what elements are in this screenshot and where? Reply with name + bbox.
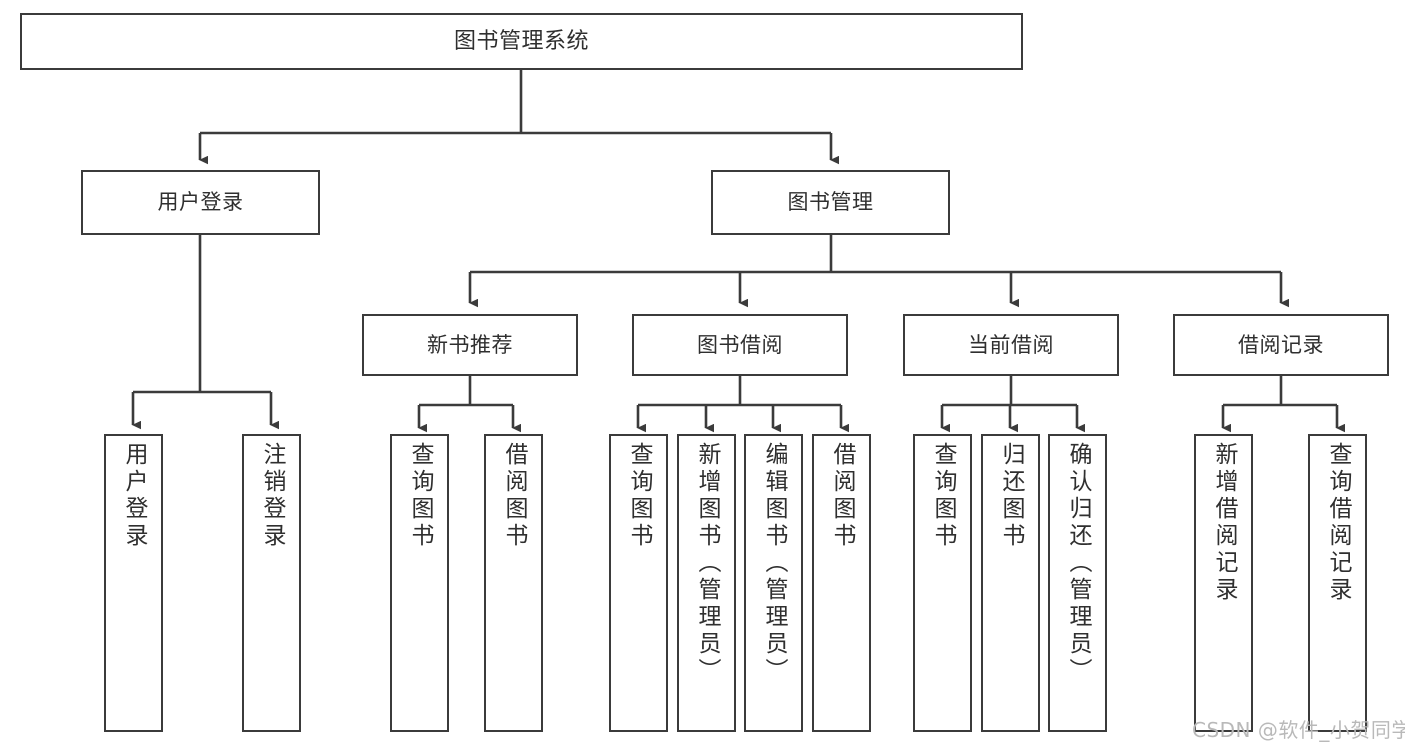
- node-label: 当前借阅: [968, 332, 1054, 357]
- node-label: 图书管理: [787, 190, 874, 215]
- leaf-book-borrow-query-book[interactable]: 查询图书: [609, 434, 668, 732]
- node-book-borrow[interactable]: 图书借阅: [632, 314, 848, 376]
- node-label: 确认归还（管理员）: [1065, 442, 1091, 685]
- leaf-new-book-borrow-book[interactable]: 借阅图书: [484, 434, 543, 732]
- leaf-book-borrow-edit-book-admin[interactable]: 编辑图书（管理员）: [744, 434, 803, 732]
- csdn-watermark: CSDN @软件_小贺同学: [1192, 718, 1405, 742]
- node-label: 借阅图书: [501, 442, 527, 550]
- node-current-borrow[interactable]: 当前借阅: [903, 314, 1119, 376]
- node-new-book-recommend[interactable]: 新书推荐: [362, 314, 578, 376]
- node-user-login[interactable]: 用户登录: [81, 170, 320, 235]
- leaf-user-login-login[interactable]: 用户登录: [104, 434, 163, 732]
- leaf-borrow-record-add-record[interactable]: 新增借阅记录: [1194, 434, 1253, 732]
- node-label: 注销登录: [259, 442, 285, 550]
- node-label: 编辑图书（管理员）: [761, 442, 787, 685]
- node-borrow-record[interactable]: 借阅记录: [1173, 314, 1389, 376]
- leaf-current-borrow-return-book[interactable]: 归还图书: [981, 434, 1040, 732]
- node-label: 新增借阅记录: [1211, 442, 1237, 604]
- leaf-borrow-record-query-record[interactable]: 查询借阅记录: [1308, 434, 1367, 732]
- node-label: 查询图书: [407, 442, 433, 550]
- node-label: 查询借阅记录: [1325, 442, 1351, 604]
- node-label: 新增图书（管理员）: [694, 442, 720, 685]
- node-label: 图书借阅: [697, 332, 783, 357]
- node-label: 用户登录: [121, 442, 147, 550]
- node-label: 图书管理系统: [453, 28, 589, 54]
- node-label: 查询图书: [626, 442, 652, 550]
- node-label: 借阅记录: [1238, 332, 1324, 357]
- node-label: 用户登录: [157, 190, 244, 215]
- leaf-book-borrow-add-book-admin[interactable]: 新增图书（管理员）: [677, 434, 736, 732]
- leaf-current-borrow-confirm-return-admin[interactable]: 确认归还（管理员）: [1048, 434, 1107, 732]
- leaf-new-book-query-book[interactable]: 查询图书: [390, 434, 449, 732]
- node-book-management[interactable]: 图书管理: [711, 170, 950, 235]
- node-label: 新书推荐: [427, 332, 513, 357]
- leaf-current-borrow-query-book[interactable]: 查询图书: [913, 434, 972, 732]
- node-label: 借阅图书: [829, 442, 855, 550]
- node-label: 查询图书: [930, 442, 956, 550]
- leaf-book-borrow-borrow-book[interactable]: 借阅图书: [812, 434, 871, 732]
- leaf-user-login-logout[interactable]: 注销登录: [242, 434, 301, 732]
- node-label: 归还图书: [998, 442, 1024, 550]
- node-root-book-management-system[interactable]: 图书管理系统: [20, 13, 1023, 70]
